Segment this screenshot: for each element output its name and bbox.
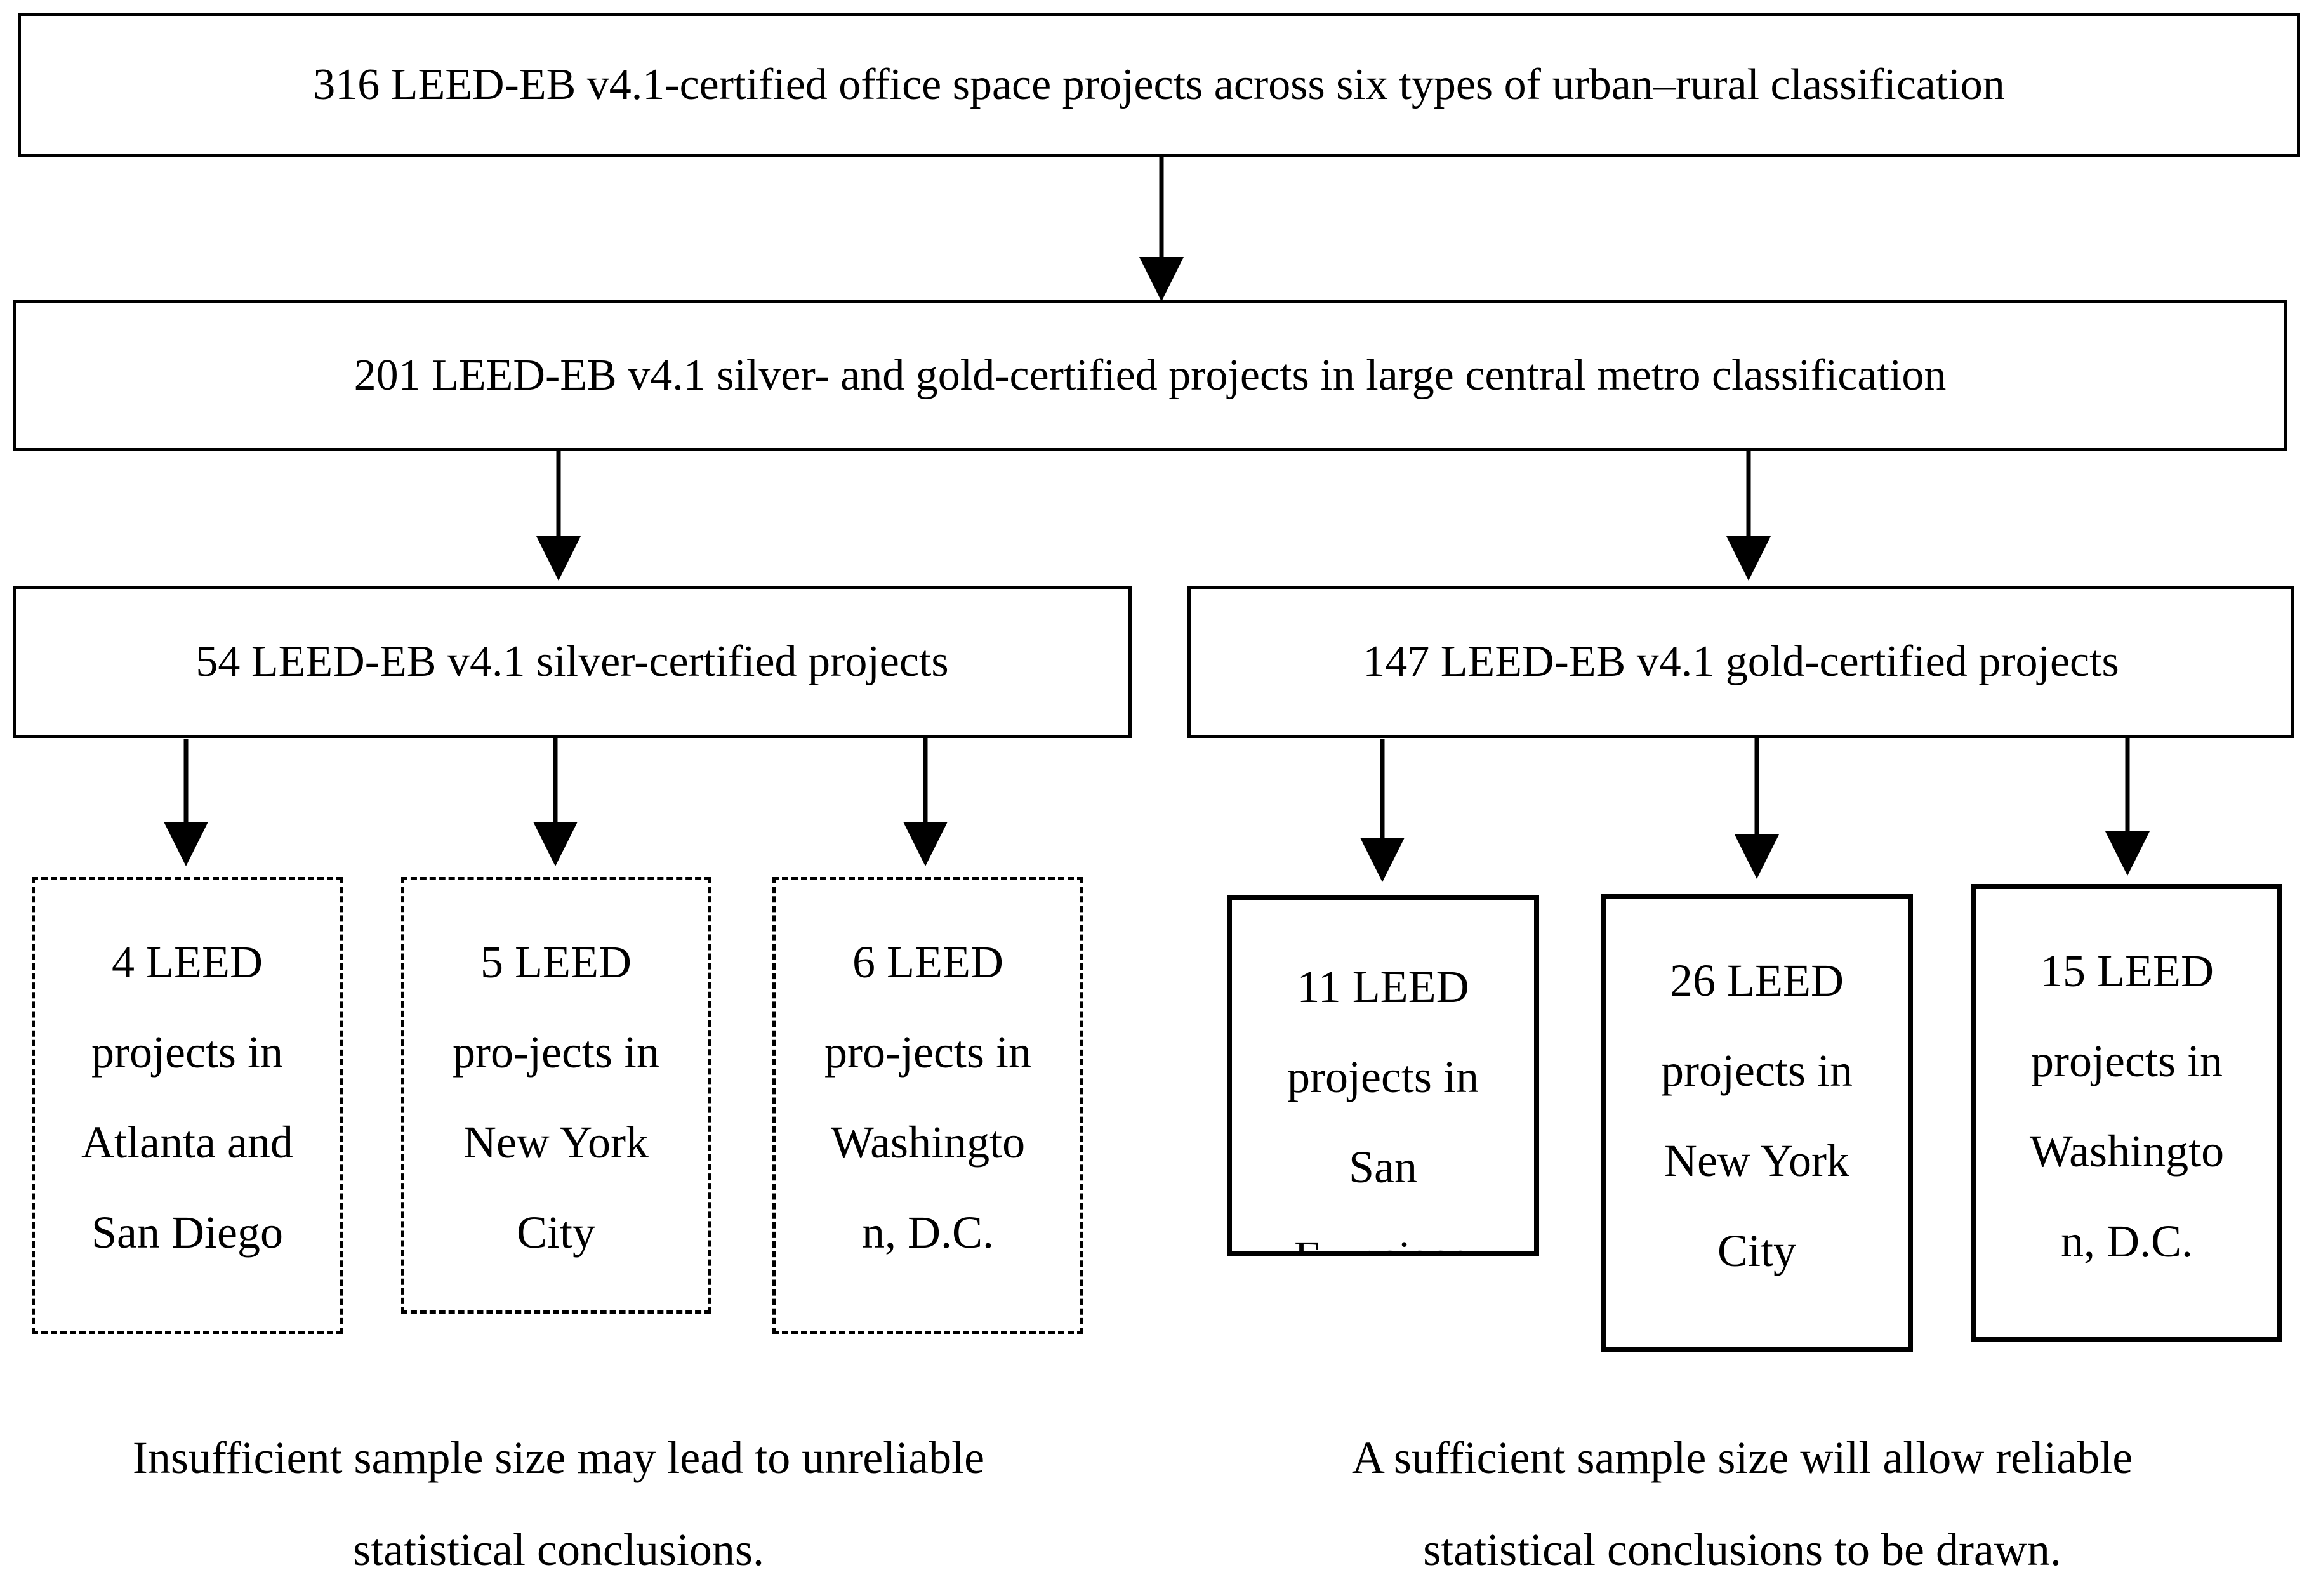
- city-line: 15 LEED: [2040, 946, 2214, 996]
- city-line: City: [516, 1207, 596, 1258]
- level2-node-text: 201 LEED-EB v4.1 silver- and gold-certif…: [354, 351, 1947, 400]
- silver-node-text: 54 LEED-EB v4.1 silver-certified project…: [195, 637, 949, 686]
- note-sufficient: A sufficient sample size will allow reli…: [1187, 1412, 2298, 1596]
- silver-city-newyork: 5 LEED pro-jects in New York City: [401, 877, 711, 1314]
- city-line: pro-jects in: [453, 1027, 659, 1078]
- note-insufficient-line2: statistical conclusions.: [353, 1524, 764, 1575]
- top-node-text: 316 LEED-EB v4.1-certified office space …: [313, 60, 2005, 109]
- top-node: 316 LEED-EB v4.1-certified office space …: [18, 13, 2300, 157]
- gold-city-sanfrancisco: 11 LEED projects in San Francisco: [1227, 895, 1539, 1256]
- city-line: projects in: [91, 1027, 283, 1078]
- gold-node-text: 147 LEED-EB v4.1 gold-certified projects: [1363, 637, 2119, 686]
- city-line: New York: [463, 1117, 649, 1168]
- city-line: projects in: [2031, 1036, 2223, 1086]
- city-line: 5 LEED: [480, 937, 632, 987]
- city-line: Washingto: [2029, 1126, 2225, 1177]
- city-line: 6 LEED: [852, 937, 1003, 987]
- gold-city-washington: 15 LEED projects in Washingto n, D.C.: [1971, 884, 2282, 1342]
- city-line: City: [1717, 1225, 1797, 1276]
- gold-city-newyork: 26 LEED projects in New York City: [1601, 894, 1913, 1352]
- city-line: San: [1349, 1142, 1417, 1192]
- gold-node: 147 LEED-EB v4.1 gold-certified projects: [1187, 586, 2294, 738]
- city-line: San Diego: [91, 1207, 283, 1258]
- note-sufficient-line1: A sufficient sample size will allow reli…: [1351, 1432, 2133, 1483]
- level2-node: 201 LEED-EB v4.1 silver- and gold-certif…: [13, 300, 2287, 451]
- silver-node: 54 LEED-EB v4.1 silver-certified project…: [13, 586, 1132, 738]
- city-line: pro-jects in: [824, 1027, 1031, 1078]
- city-line: projects in: [1287, 1052, 1479, 1102]
- city-line: 26 LEED: [1670, 955, 1844, 1006]
- city-line: Atlanta and: [81, 1117, 293, 1168]
- city-line: 4 LEED: [112, 937, 263, 987]
- city-line: Washingto: [830, 1117, 1026, 1168]
- silver-city-atlanta-sandiego: 4 LEED projects in Atlanta and San Diego: [32, 877, 343, 1334]
- note-insufficient-line1: Insufficient sample size may lead to unr…: [132, 1432, 985, 1483]
- city-line: n, D.C.: [861, 1207, 995, 1258]
- city-line: 11 LEED: [1297, 961, 1469, 1012]
- silver-city-washington: 6 LEED pro-jects in Washingto n, D.C.: [772, 877, 1083, 1334]
- city-line: n, D.C.: [2060, 1216, 2193, 1267]
- city-line: Francisco: [1294, 1212, 1472, 1251]
- note-sufficient-line2: statistical conclusions to be drawn.: [1423, 1524, 2061, 1575]
- city-line: projects in: [1661, 1045, 1853, 1096]
- note-insufficient: Insufficient sample size may lead to unr…: [0, 1412, 1117, 1596]
- city-line: New York: [1664, 1135, 1850, 1186]
